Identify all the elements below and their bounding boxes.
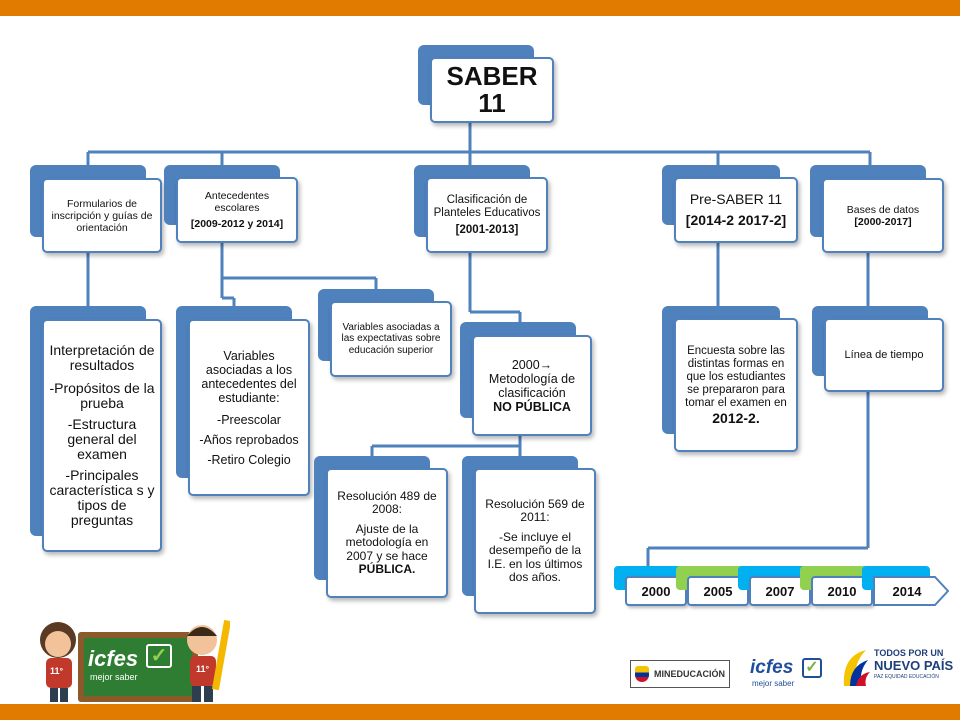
checkmark-icon: ✓ <box>802 658 822 678</box>
res489-bold: PÚBLICA. <box>358 562 416 576</box>
top-orange-bar <box>0 0 960 16</box>
mineducacion-text: MINEDUCACIÓN <box>654 669 725 679</box>
node-interpretacion: Interpretación de resultados -Propósitos… <box>30 306 162 554</box>
icfes-small-text: icfes <box>750 657 794 678</box>
metodologia-year: 2000 <box>511 357 540 372</box>
bases-text: Bases de datos <box>846 203 920 216</box>
interpretacion-line2: -Propósitos de la prueba <box>49 380 155 411</box>
pais-line3: PAZ EQUIDAD EDUCACIÓN <box>874 674 939 680</box>
kids-chalkboard-illustration <box>40 620 232 702</box>
metodologia-text: Metodología de clasificación <box>488 371 576 400</box>
node-presaber: Pre-SABER 11 [2014-2 2017-2] <box>662 165 798 243</box>
variables-exp-text: Variables asociadas a las expectativas s… <box>341 321 441 356</box>
variables-ant-line4: -Retiro Colegio <box>207 452 291 467</box>
clasificacion-text: Clasificación de Planteles Educativos <box>433 193 541 219</box>
boy-badge: 11° <box>196 664 210 674</box>
icfes-logo-subtext: mejor saber <box>90 672 138 682</box>
checkmark-icon: ✓ <box>146 644 172 668</box>
res569-title: Resolución 569 de 2011: <box>485 496 585 524</box>
nuevo-pais-logo: TODOS POR UN NUEVO PAÍS PAZ EQUIDAD EDUC… <box>840 642 954 694</box>
antecedentes-text: Antecedentes escolares <box>204 190 270 214</box>
root-node-saber11: SABER 11 <box>418 45 554 125</box>
colombia-shield-icon <box>635 666 649 682</box>
node-variables-expectativas: Variables asociadas a las expectativas s… <box>318 289 452 379</box>
node-encuesta: Encuesta sobre las distintas formas en q… <box>662 306 798 452</box>
encuesta-text: Encuesta sobre las distintas formas en q… <box>685 344 787 409</box>
icfes-mascot-logo: icfes mejor saber ✓ 11° 11° <box>20 610 232 706</box>
bases-years: [2000-2017] <box>854 215 912 228</box>
node-metodologia: 2000→ Metodología de clasificación NO PÚ… <box>460 322 592 438</box>
clasificacion-years: [2001-2013] <box>455 223 519 236</box>
node-linea-tiempo: Línea de tiempo <box>812 306 944 394</box>
node-bases: Bases de datos [2000-2017] <box>810 165 944 255</box>
metodologia-bold: NO PÚBLICA <box>493 399 571 414</box>
interpretacion-line4: -Principales característica s y tipos de… <box>49 467 155 528</box>
encuesta-bold: 2012-2. <box>712 409 760 426</box>
root-title-line1: SABER <box>446 61 538 91</box>
antecedentes-years: [2009-2012 y 2014] <box>190 218 284 230</box>
variables-ant-line1: Variables asociadas a los antecedentes d… <box>201 348 297 405</box>
interpretacion-line3: -Estructura general del examen <box>67 416 137 462</box>
node-formularios: Formularios de inscripción y guías de or… <box>30 165 162 255</box>
colombia-flag-swirl-icon <box>843 650 870 686</box>
node-clasificacion: Clasificación de Planteles Educativos [2… <box>414 165 548 255</box>
presaber-years: [2014-2 2017-2] <box>685 212 787 228</box>
res489-title: Resolución 489 de 2008: <box>337 488 437 516</box>
right-arrow-icon: → <box>539 357 553 372</box>
girl-badge: 11° <box>50 666 64 676</box>
interpretacion-line1: Interpretación de resultados <box>49 342 155 373</box>
linea-text: Línea de tiempo <box>844 348 924 361</box>
node-resolucion-569: Resolución 569 de 2011: -Se incluye el d… <box>462 456 596 616</box>
pais-line1: TODOS POR UN <box>874 648 944 658</box>
node-variables-antecedentes: Variables asociadas a los antecedentes d… <box>176 306 310 498</box>
icfes-small-subtext: mejor saber <box>752 679 795 688</box>
icfes-small-logo: icfes mejor saber ✓ <box>748 655 828 691</box>
node-face: SABER 11 <box>430 57 554 123</box>
res569-body: -Se incluye el desempeño de la I.E. en l… <box>487 529 583 584</box>
pais-line2: NUEVO PAÍS <box>874 658 954 673</box>
res489-body: Ajuste de la metodología en 2007 y se ha… <box>345 521 429 563</box>
formularios-text: Formularios de inscripción y guías de or… <box>51 197 153 234</box>
node-antecedentes: Antecedentes escolares [2009-2012 y 2014… <box>164 165 298 243</box>
variables-ant-line3: -Años reprobados <box>199 432 299 447</box>
variables-ant-line2: -Preescolar <box>217 412 281 427</box>
arrow-shape-icon <box>873 576 949 606</box>
icfes-logo-text: icfes <box>88 646 139 671</box>
root-title-line2: 11 <box>478 88 506 118</box>
node-resolucion-489: Resolución 489 de 2008: Ajuste de la met… <box>314 456 448 600</box>
bottom-orange-bar <box>0 704 960 720</box>
presaber-text: Pre-SABER 11 <box>689 191 783 207</box>
mineducacion-logo: MINEDUCACIÓN <box>630 660 730 688</box>
